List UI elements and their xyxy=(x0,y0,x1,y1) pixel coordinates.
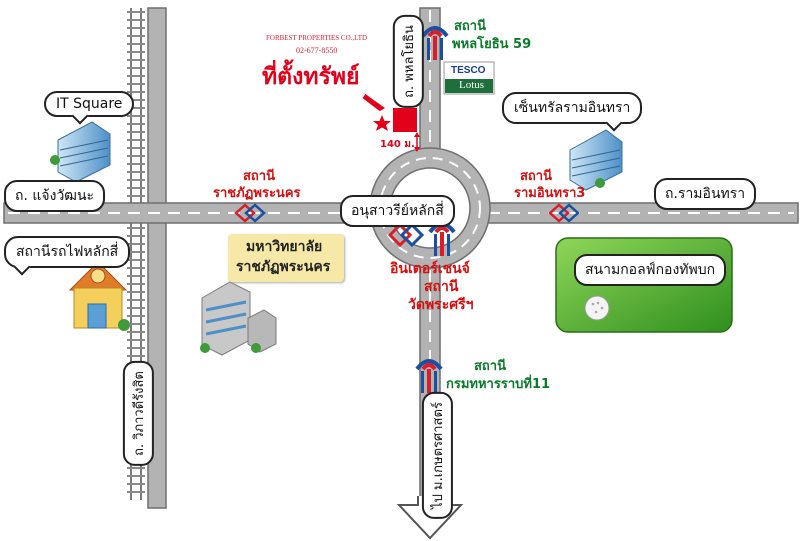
bts-logo-phahon59 xyxy=(421,26,449,60)
it-square-building-icon xyxy=(50,121,111,183)
central-ramintra-label: เซ็นทรัลรามอินทรา xyxy=(502,92,643,124)
university-building-icon xyxy=(200,281,277,356)
srt-logo-ramintra3 xyxy=(548,203,580,223)
tesco-label: TESCO xyxy=(451,65,486,76)
it-square-label: IT Square xyxy=(44,91,135,117)
company-phone: 02-677-8550 xyxy=(296,46,338,55)
tesco-lotus-logo xyxy=(443,61,495,95)
station-rajabhat-line1: สถานี xyxy=(243,169,275,184)
road-label-phahonyothin: ถ. พหลโยธิน xyxy=(392,15,424,108)
bts-logo-infantry xyxy=(415,359,443,393)
university-label-box xyxy=(228,234,344,282)
train-station-label: สถานีรถไฟหลักสี่ xyxy=(4,236,131,268)
station-infantry-line2: กรมทหารราบที่11 xyxy=(446,377,551,392)
station-phahon59-line1: สถานี xyxy=(454,19,486,34)
interchange-label: อินเตอร์เชนจ์ xyxy=(390,261,470,277)
station-infantry-line1: สถานี xyxy=(474,359,506,374)
monument-label: อนุสาวรีย์หลักสี่ xyxy=(340,195,455,227)
university-label-line1: มหาวิทยาลัย xyxy=(246,239,323,255)
station-ramintra3-line1: สถานี xyxy=(520,169,552,184)
property-label: ที่ตั้งทรัพย์ xyxy=(262,64,360,90)
central-ramintra-building-icon xyxy=(569,129,623,191)
srt-logo-roundabout xyxy=(387,222,425,248)
company-name: FORBEST PROPERTIES CO.,LTD xyxy=(266,34,368,42)
golf-course-label: สนามกอลฟ์กองทัพบก xyxy=(574,254,727,286)
train-station-building-icon xyxy=(68,261,130,331)
station-rajabhat-line2: ราชภัฏพระนคร xyxy=(213,186,301,201)
railway-track xyxy=(127,8,145,500)
interchange-station-label: สถานี xyxy=(424,279,459,295)
university-label-line2: ราชภัฏพระนคร xyxy=(236,259,331,275)
lotus-label: Lotus xyxy=(459,79,485,91)
road-label-vibhavadi: ถ. วิภาวดีรังสิต xyxy=(122,361,154,466)
road-label-ramintra: ถ.รามอินทรา xyxy=(654,178,757,210)
station-ramintra3-line2: รามอินทรา3 xyxy=(514,186,586,201)
road-label-kasetsart: ไป ม.เกษตรศาสตร์ xyxy=(421,392,453,519)
srt-logo-rajabhat xyxy=(234,203,266,223)
interchange-wat-label: วัดพระศรีฯ xyxy=(408,297,474,313)
station-phahon59-line2: พหลโยธิน 59 xyxy=(452,37,532,52)
road-label-chaengwattana: ถ. แจ้งวัฒนะ xyxy=(4,180,106,212)
distance-label: 140 ม. xyxy=(380,139,415,150)
property-marker xyxy=(362,92,420,152)
